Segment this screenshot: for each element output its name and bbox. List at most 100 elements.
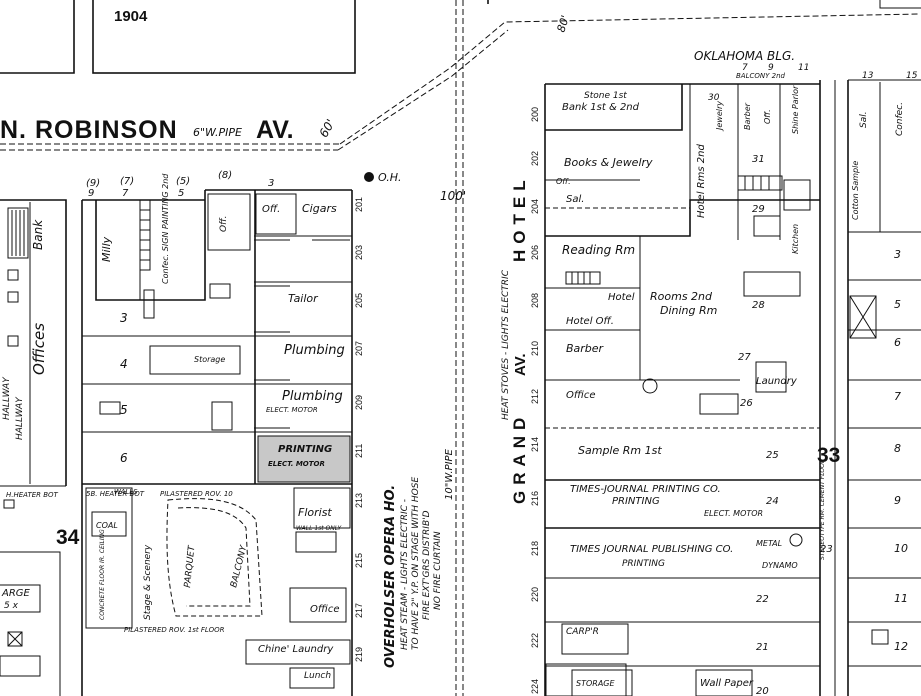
- west-label-offices: Offices: [30, 323, 48, 375]
- grand-room-elect-motor: ELECT. MOTOR: [704, 509, 763, 518]
- room-florist: Florist: [298, 506, 332, 519]
- grand-labels: HEAT STOVES - LIGHTS ELECTRIC GRAND AV. …: [501, 174, 529, 504]
- east-lot-6: 6: [894, 336, 901, 349]
- opera-pilasters: PILASTERED ROV. 1st FLOOR: [124, 626, 225, 634]
- address-210: 210: [530, 341, 540, 356]
- grand-room-sal: Sal.: [566, 194, 584, 205]
- address-209: 209: [354, 395, 364, 410]
- address-216: 216: [530, 491, 540, 506]
- lot-5-paren: (5): [176, 176, 190, 187]
- lot-5-row: 5: [120, 403, 128, 417]
- lot-7: 7: [122, 188, 129, 199]
- grand-room-shine: Shine Parlor: [791, 85, 800, 134]
- address-203: 203: [354, 245, 364, 260]
- lot-6: 6: [120, 451, 128, 465]
- address-211: 211: [354, 444, 364, 458]
- room-elect-motor-2: ELECT. MOTOR: [268, 460, 325, 468]
- grand-room-rooms: Rooms 2nd: [650, 290, 713, 303]
- grand-lot-9: 9: [768, 63, 774, 73]
- lot-3: 3: [120, 311, 128, 325]
- west-heater-label: H.HEATER BOT: [6, 491, 59, 499]
- east-lot-13: 13: [862, 71, 874, 81]
- lot-5: 5: [178, 188, 184, 199]
- east-lot-9: 9: [894, 494, 901, 507]
- grand-room-office: Office: [566, 390, 596, 401]
- grand-room-hotel-rms: Hotel Rms 2nd: [696, 144, 707, 218]
- room-office: Office: [310, 604, 340, 615]
- room-elect-motor-1: ELECT. MOTOR: [266, 406, 318, 414]
- grand-room-dynamo: DYNAMO: [762, 561, 798, 570]
- address-201: 201: [354, 197, 364, 212]
- grand-avenue: 100' 10"W.PIPE: [440, 0, 466, 696]
- grand-room-reading: Reading Rm: [562, 243, 635, 257]
- address-215: 215: [354, 553, 364, 568]
- room-chine-laundry: Chine' Laundry: [258, 644, 334, 655]
- lot-9: 9: [88, 188, 94, 199]
- grand-room-printing-1: PRINTING: [612, 496, 660, 507]
- oh-label: O.H.: [378, 171, 401, 184]
- address-224: 224: [530, 679, 540, 694]
- opera-notes: OVERHOLSER OPERA HO. HEAT STEAM - LIGHTS…: [383, 477, 443, 668]
- opera-note-1: HEAT STEAM - LIGHTS ELECTRIC -: [400, 499, 410, 650]
- opera-pilasters-top: PILASTERED ROV. 10: [160, 490, 233, 498]
- west-label-hallway-1: HALLWAY: [2, 376, 12, 420]
- room-tailor: Tailor: [288, 292, 319, 305]
- room-off-1: Off.: [219, 216, 229, 232]
- east-room-confec: Confec.: [895, 102, 905, 136]
- oh-dot: [364, 172, 374, 182]
- top-width-label: 80': [554, 14, 572, 34]
- grand-lot-29: 29: [752, 204, 765, 215]
- address-217: 217: [354, 603, 364, 618]
- room-cigars: Cigars: [302, 202, 337, 215]
- address-212: 212: [530, 389, 540, 404]
- address-214: 214: [530, 437, 540, 452]
- grand-lot-7: 7: [742, 63, 748, 73]
- east-lot-10: 10: [894, 542, 908, 555]
- north-blocks: 1904: [0, 0, 921, 74]
- opera-parquet: PARQUET: [183, 544, 198, 589]
- grand-heat-note: HEAT STOVES - LIGHTS ELECTRIC: [501, 269, 511, 420]
- grand-lot-24: 24: [766, 496, 779, 507]
- room-off-2: Off.: [262, 204, 280, 215]
- opera-note-4: NO FIRE CURTAIN: [433, 531, 443, 610]
- east-lot-8: 8: [894, 442, 901, 455]
- grand-room-metal: METAL: [756, 539, 782, 548]
- east-block: 13 15 3 5 6 7 8 9 10 11 12 Sal. Cotton S…: [819, 71, 921, 696]
- grand-lot-26: 26: [740, 398, 753, 409]
- room-confec: Confec. SIGN PAINTING 2nd: [161, 173, 170, 284]
- grand-room-carpr: CARP'R: [566, 627, 599, 637]
- grand-room-storage: STORAGE: [576, 679, 615, 688]
- west-label-size: 5 x: [4, 601, 19, 611]
- grand-lot-30: 30: [708, 93, 720, 103]
- address-220: 220: [530, 587, 540, 602]
- opera-walls: WALLS: [114, 488, 138, 496]
- grand-room-kitchen: Kitchen: [791, 224, 800, 254]
- robinson-street-name: N. ROBINSON: [0, 116, 178, 144]
- grand-lot-31: 31: [752, 154, 765, 165]
- opera-title: OVERHOLSER OPERA HO.: [383, 485, 398, 668]
- west-label-bank: Bank: [31, 219, 45, 250]
- grand-lot-11: 11: [798, 63, 809, 73]
- opera-note-3: FIRE EXT'GRS DISTRIB'D: [422, 510, 432, 620]
- east-lot-12: 12: [894, 640, 908, 653]
- robinson-block: (9) (7) (5) (8) 3 9 7 5 3 4 5 6 201 203 …: [81, 170, 364, 696]
- west-block: Bank Offices HALLWAY HALLWAY H.HEATER BO…: [0, 199, 67, 696]
- grand-pipe-label: 10"W.PIPE: [444, 448, 455, 500]
- address-200: 200: [530, 107, 540, 122]
- east-lot-5: 5: [894, 298, 901, 311]
- grand-lot-27: 27: [738, 352, 751, 363]
- room-plumbing-2: Plumbing: [282, 389, 343, 404]
- grand-block: OKLAHOMA BLG. BALCONY 2nd 7 9 11: [530, 49, 836, 696]
- address-222: 222: [530, 633, 540, 648]
- grand-lot-23: 23: [820, 544, 833, 555]
- grand-room-stone: Stone 1st: [584, 91, 627, 101]
- building-name: OKLAHOMA BLG.: [694, 49, 795, 63]
- year-label: 1904: [114, 8, 148, 25]
- grand-width-label: 100': [440, 189, 466, 203]
- grand-room-off: Off.: [556, 177, 571, 186]
- grand-room-sample: Sample Rm 1st: [578, 444, 662, 457]
- grand-room-hotel-off: Hotel Off.: [566, 316, 614, 327]
- grand-room-wall-paper: Wall Paper: [700, 678, 754, 689]
- opera-stage: Stage & Scenery: [143, 544, 153, 620]
